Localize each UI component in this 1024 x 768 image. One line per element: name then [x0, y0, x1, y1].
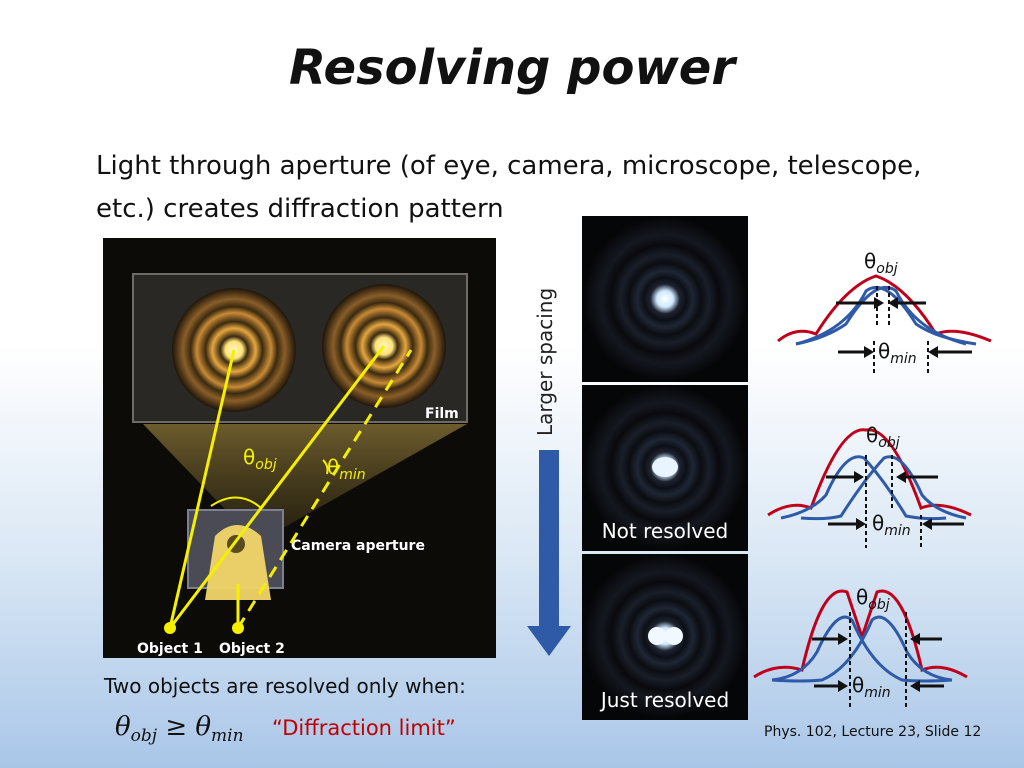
slide-title: Resolving power: [288, 40, 735, 96]
graph3-theta-obj: θobj: [856, 585, 890, 613]
component-curve-3b: [771, 615, 953, 683]
envelope-curve-1: [777, 274, 992, 343]
object-1-label: Object 1: [137, 641, 203, 657]
intro-text: Light through aperture (of eye, camera, …: [96, 145, 976, 231]
panel-2-caption: Not resolved: [601, 519, 729, 543]
theta-obj-label: θobj: [243, 445, 277, 473]
ray-object2-dashed: [236, 349, 413, 629]
envelope-curve-2: [767, 428, 972, 517]
graph1-theta-obj: θobj: [864, 249, 898, 277]
airy-panel-not-resolved: Not resolved: [582, 385, 748, 551]
graph2-theta-obj: θobj: [866, 423, 900, 451]
intro-line-2: etc.) creates diffraction pattern: [96, 194, 504, 224]
intro-line-1: Light through aperture (of eye, camera, …: [96, 151, 922, 181]
down-arrow-icon: [527, 450, 571, 656]
ray-object1: [168, 349, 236, 629]
slide-footer: Phys. 102, Lecture 23, Slide 12: [764, 724, 982, 740]
airy-pattern-overlap: [582, 385, 748, 551]
component-curve-1b: [795, 285, 977, 346]
camera-diagram: Film Camera aperture θobj θmin Object 1 …: [103, 238, 496, 658]
aperture-label: Camera aperture: [291, 538, 425, 554]
graph2-theta-min: θmin: [872, 511, 911, 539]
theta-min-label: θmin: [327, 455, 366, 483]
object-2-label: Object 2: [219, 641, 285, 657]
component-curve-2b: [800, 455, 967, 521]
object-1-dot: [164, 622, 176, 634]
graph1-theta-min: θmin: [878, 339, 917, 367]
theta-min-arc: [322, 459, 329, 475]
airy-pattern-double: [582, 554, 748, 720]
ray-object1-to-right: [168, 345, 386, 629]
resolution-formula: θobj ≥ θmin: [115, 712, 244, 747]
component-curve-3a: [771, 615, 953, 683]
airy-pattern-single: [582, 216, 748, 382]
airy-panel-1: [582, 216, 748, 382]
object-2-dot: [232, 622, 244, 634]
camera-diffraction-photo: Film Camera aperture θobj θmin Object 1 …: [103, 238, 496, 658]
airy-panel-just-resolved: Just resolved: [582, 554, 748, 720]
panel-3-caption: Just resolved: [600, 688, 730, 712]
resolution-condition-text: Two objects are resolved only when:: [104, 674, 466, 698]
component-curve-2a: [780, 455, 947, 521]
larger-spacing-label: Larger spacing: [533, 287, 557, 436]
intensity-graph-2: θobj θmin: [767, 423, 972, 548]
light-cone: [143, 424, 467, 528]
intensity-graph-1: θobj θmin: [777, 249, 992, 374]
theta-obj-arc: [210, 496, 262, 509]
film-label: Film: [425, 406, 459, 422]
aperture-lens: [205, 525, 271, 600]
intensity-graph-3: θobj θmin: [753, 585, 968, 710]
diffraction-limit-label: “Diffraction limit”: [272, 716, 456, 740]
graph3-theta-min: θmin: [852, 673, 891, 701]
